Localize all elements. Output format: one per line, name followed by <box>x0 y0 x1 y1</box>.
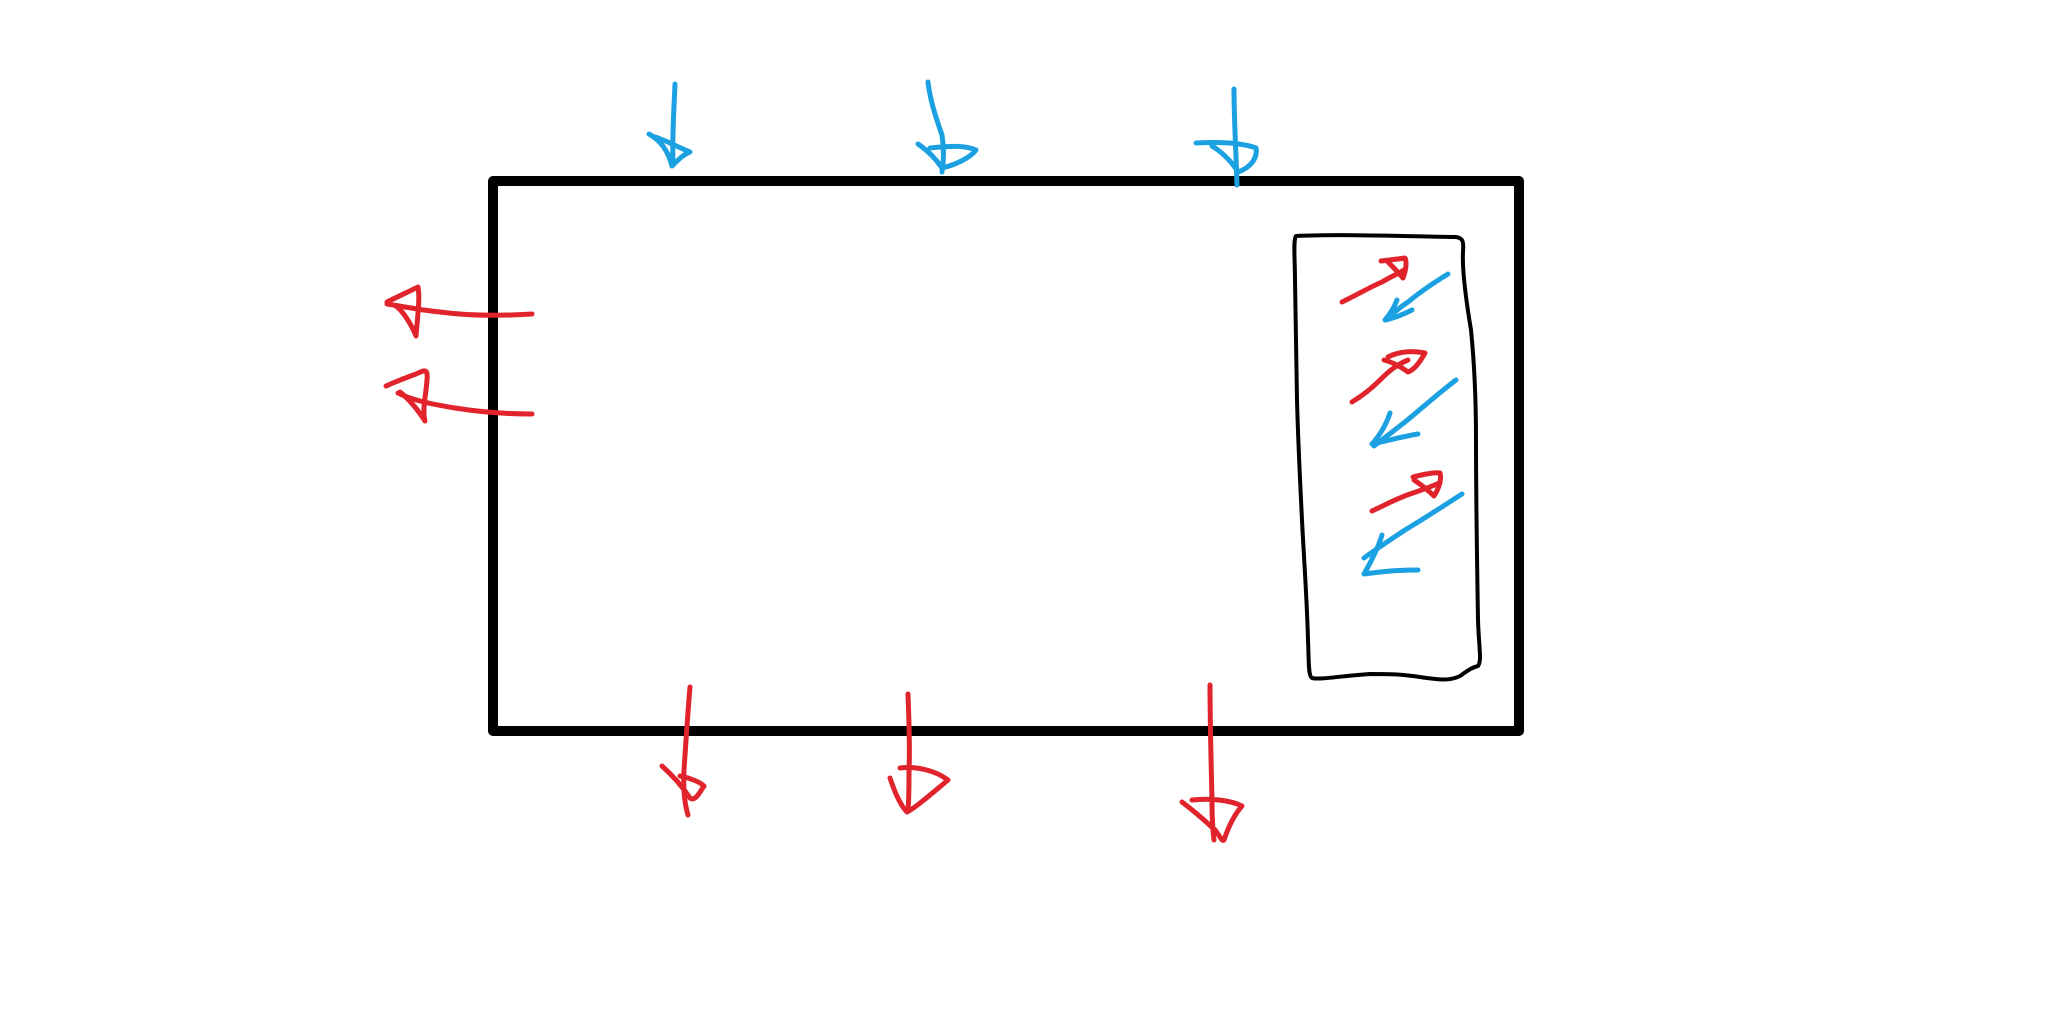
panel-arrow-in-3 <box>1361 491 1465 577</box>
bottom-arrow-3 <box>1179 682 1245 843</box>
panel-arrow-out-3 <box>1369 470 1443 514</box>
top-arrow-1 <box>646 81 693 169</box>
top-arrow-3 <box>1193 86 1259 188</box>
left-arrow-1 <box>384 284 535 339</box>
top-arrow-2 <box>915 79 979 175</box>
panel-arrow-in-2 <box>1369 377 1459 449</box>
panel-arrow-out-1 <box>1339 255 1409 305</box>
left-arrow-2 <box>383 368 535 424</box>
panel-arrow-out-2 <box>1349 349 1428 405</box>
panel-arrow-in-1 <box>1382 271 1451 323</box>
bottom-arrow-2 <box>887 691 951 815</box>
bottom-arrow-1 <box>659 684 707 818</box>
inner-panel <box>1292 233 1483 682</box>
outer-rectangle <box>488 176 1524 736</box>
